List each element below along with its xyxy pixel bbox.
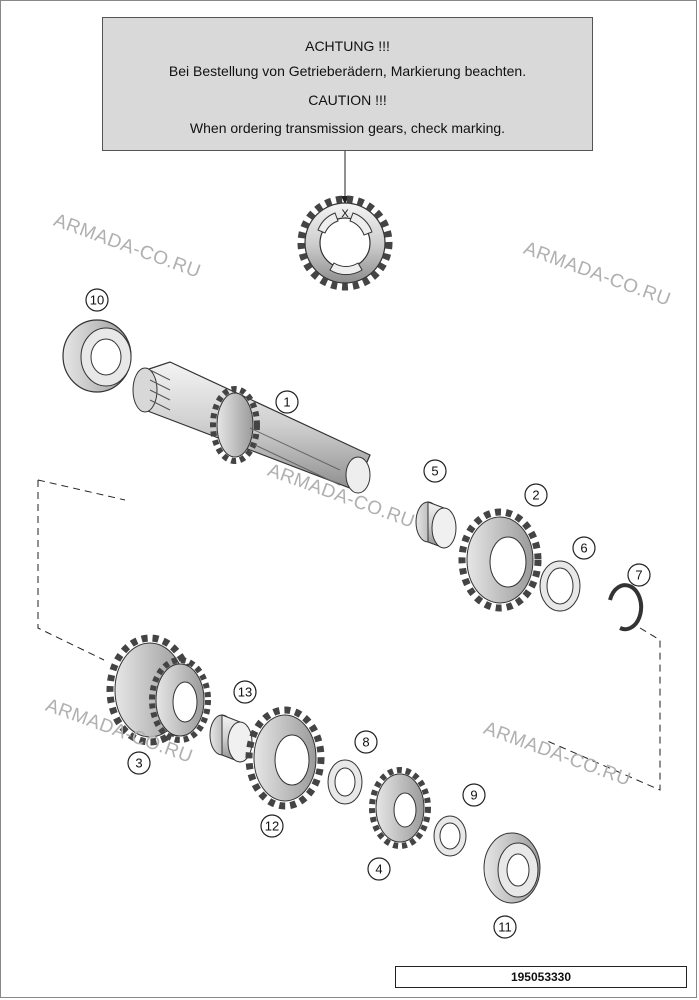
part-12-gear xyxy=(245,706,325,810)
callout-label-13: 13 xyxy=(238,685,252,700)
callout-label-12: 12 xyxy=(265,819,279,834)
notice-line-de-title: ACHTUNG !!! xyxy=(305,38,390,54)
callout-label-3: 3 xyxy=(135,756,142,771)
part-10-bearing xyxy=(62,319,132,393)
part-1-main-shaft xyxy=(132,361,371,494)
callout-label-11: 11 xyxy=(498,920,512,935)
callout-label-5: 5 xyxy=(431,464,438,479)
callout-circle-1 xyxy=(275,390,299,414)
callout-circle-11 xyxy=(493,915,517,939)
part-number-box: 195053330 xyxy=(395,966,687,988)
callout-circle-2 xyxy=(524,483,548,507)
callout-circle-4 xyxy=(367,857,391,881)
callout-circle-5 xyxy=(423,459,447,483)
callout-circle-3 xyxy=(127,751,151,775)
marking-label: X xyxy=(341,208,349,220)
callout-circle-9 xyxy=(462,783,486,807)
part-2-gear xyxy=(458,508,542,612)
part-11-bearing xyxy=(483,832,541,904)
callout-label-8: 8 xyxy=(362,735,369,750)
callout-label-1: 1 xyxy=(283,395,290,410)
callout-label-7: 7 xyxy=(635,568,642,583)
notice-line-en-text: When ordering transmission gears, check … xyxy=(189,120,506,136)
callout-circle-12 xyxy=(260,814,284,838)
callout-label-9: 9 xyxy=(470,788,477,803)
callout-label-10: 10 xyxy=(90,293,104,308)
notice-line-en-title: CAUTION !!! xyxy=(308,92,387,108)
callout-circle-10 xyxy=(85,288,109,312)
callout-circle-7 xyxy=(627,563,651,587)
assembly-outline-right xyxy=(544,627,661,791)
callout-circle-8 xyxy=(354,730,378,754)
callout-label-2: 2 xyxy=(532,488,539,503)
callout-label-6: 6 xyxy=(580,541,587,556)
callout-circle-6 xyxy=(572,536,596,560)
marked-gear-detail xyxy=(297,195,393,291)
callout-circle-13 xyxy=(233,680,257,704)
part-5-bushing xyxy=(415,501,457,549)
notice-box: ACHTUNG !!! Bei Bestellung von Getrieber… xyxy=(102,17,593,151)
part-4-gear xyxy=(369,767,431,849)
part-13-bushing xyxy=(209,714,253,763)
assembly-outline-top xyxy=(37,479,126,501)
part-7-circlip xyxy=(608,583,644,632)
assembly-outline-left xyxy=(37,480,105,661)
callout-label-4: 4 xyxy=(375,862,382,877)
part-3-double-gear xyxy=(106,634,211,746)
notice-line-de-text: Bei Bestellung von Getrieberädern, Marki… xyxy=(168,63,527,79)
